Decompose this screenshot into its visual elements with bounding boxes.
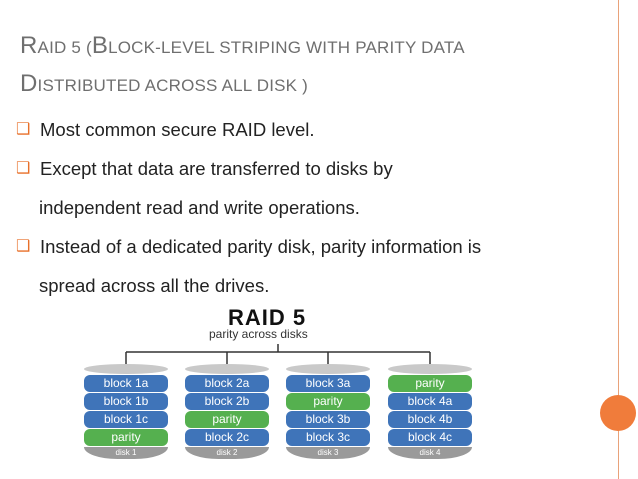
decorative-circle — [600, 395, 636, 431]
bullet-list: ❑ Most common secure RAID level. ❑ Excep… — [16, 110, 596, 305]
bullet-item: ❑ Most common secure RAID level. — [16, 110, 596, 149]
disk-cell: block 1c — [84, 411, 168, 428]
disk-label: disk 2 — [185, 447, 269, 459]
disk-cell: block 4a — [388, 393, 472, 410]
disk-cell: parity — [84, 429, 168, 446]
bullet-text-continued: independent read and write operations. — [39, 197, 360, 218]
disk-cell: block 4b — [388, 411, 472, 428]
diagram-subtitle: parity across disks — [209, 327, 308, 341]
disk-label: disk 3 — [286, 447, 370, 459]
bullet-text: Instead of a dedicated parity disk, pari… — [40, 236, 482, 257]
disk-4: parity block 4a block 4b block 4c disk 4 — [388, 364, 472, 459]
disk-cap — [286, 364, 370, 374]
bullet-icon: ❑ — [16, 121, 31, 138]
diagram-title: RAID 5 — [228, 305, 307, 330]
bullet-item: ❑ Except that data are transferred to di… — [16, 149, 596, 227]
disk-cap — [84, 364, 168, 374]
disk-label: disk 1 — [84, 447, 168, 459]
disk-cell: parity — [388, 375, 472, 392]
disk-label: disk 4 — [388, 447, 472, 459]
bullet-item: ❑ Instead of a dedicated parity disk, pa… — [16, 227, 596, 305]
bullet-icon: ❑ — [16, 160, 31, 177]
disk-cell: block 2b — [185, 393, 269, 410]
disk-cap — [185, 364, 269, 374]
disk-cell: block 3c — [286, 429, 370, 446]
bullet-text: Except that data are transferred to disk… — [40, 158, 393, 179]
disk-cell: block 3a — [286, 375, 370, 392]
bullet-icon: ❑ — [16, 238, 31, 255]
disk-cell: block 1b — [84, 393, 168, 410]
disk-cap — [388, 364, 472, 374]
disk-cell: block 2c — [185, 429, 269, 446]
disk-cell: parity — [185, 411, 269, 428]
disk-cell: block 2a — [185, 375, 269, 392]
disk-cell: parity — [286, 393, 370, 410]
bullet-text: Most common secure RAID level. — [40, 119, 315, 140]
disk-cell: block 3b — [286, 411, 370, 428]
disk-3: block 3a parity block 3b block 3c disk 3 — [286, 364, 370, 459]
disk-cell: block 1a — [84, 375, 168, 392]
disk-1: block 1a block 1b block 1c parity disk 1 — [84, 364, 168, 459]
disk-cell: block 4c — [388, 429, 472, 446]
right-border-line — [618, 0, 619, 479]
bullet-text-continued: spread across all the drives. — [39, 275, 270, 296]
disk-2: block 2a block 2b parity block 2c disk 2 — [185, 364, 269, 459]
slide-title: RAID 5 (BLOCK-LEVEL STRIPING WITH PARITY… — [20, 32, 465, 97]
